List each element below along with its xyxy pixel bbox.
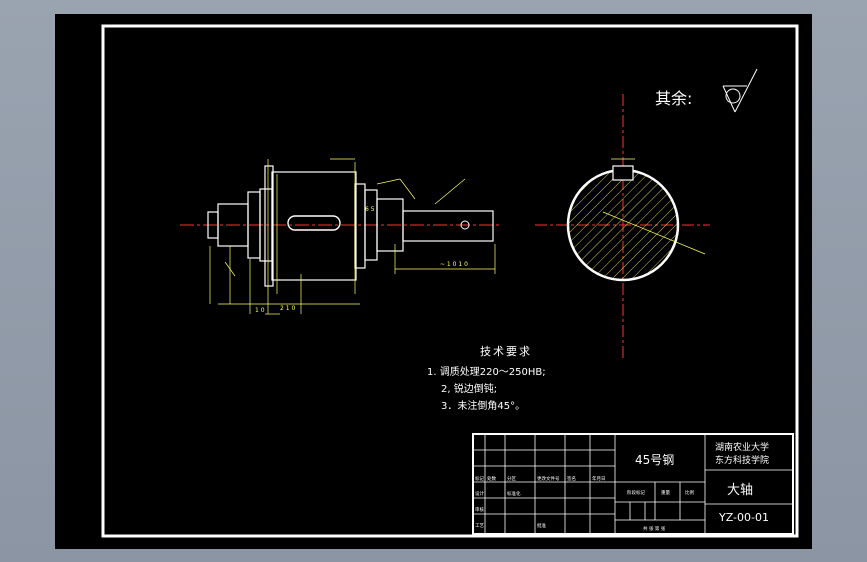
grid-label-10: 比例	[685, 489, 694, 496]
dim-small-b: 6 5	[365, 206, 375, 213]
title-part-name: 大轴	[727, 483, 753, 498]
grid-label-8: 阶段标记	[627, 489, 645, 496]
title-block: 45号钢 湖南农业大学 东方科技学院 大轴 YZ-00-01 标记 处数 分区 …	[472, 433, 794, 535]
title-school-2: 东方科技学院	[715, 454, 769, 466]
title-footer: 共 张 第 张	[643, 525, 666, 532]
grid-label-0: 标记	[475, 475, 484, 482]
tech-req-item-1: 1. 调质处理220～250HB;	[427, 366, 546, 378]
technical-requirements: 技术要求 1. 调质处理220～250HB; 2, 锐边倒钝; 3．未注倒角45…	[427, 345, 546, 412]
grid-label-3: 更改文件号	[537, 475, 560, 482]
grid-label-13: 批准	[537, 522, 546, 529]
grid-label-2: 分区	[507, 475, 516, 482]
surface-finish-label: 其余:	[655, 89, 692, 108]
dim-left-span: 2 1 0	[280, 305, 295, 312]
grid-label-6: 设计	[475, 490, 484, 497]
grid-label-7: 标准化	[507, 490, 521, 497]
tech-req-item-3: 3．未注倒角45°。	[441, 399, 525, 412]
drawing-canvas: 其余:	[101, 24, 799, 538]
dim-small-a: 1 0	[255, 307, 265, 314]
grid-label-11: 审核	[475, 506, 484, 513]
grid-label-12: 工艺	[475, 523, 484, 529]
shaft-main-view: ~ 1 0 1 0 2 1 0 1 0 6 5	[180, 158, 500, 315]
grid-label-1: 处数	[487, 475, 496, 482]
cad-viewport[interactable]: 其余:	[55, 14, 812, 549]
tech-req-item-2: 2, 锐边倒钝;	[441, 382, 497, 395]
dim-overall: ~ 1 0 1 0	[440, 261, 468, 268]
tech-req-title: 技术要求	[480, 345, 532, 358]
grid-label-5: 年月日	[592, 475, 606, 482]
title-drawing-no: YZ-00-01	[718, 511, 769, 524]
title-material: 45号钢	[635, 453, 674, 467]
section-keyway	[612, 165, 634, 181]
drawing-border	[101, 24, 799, 538]
section-view	[535, 94, 710, 359]
roughness-symbol	[722, 68, 758, 113]
grid-label-4: 签名	[567, 475, 576, 482]
keyway-slot	[287, 215, 341, 231]
grid-label-9: 重量	[661, 489, 670, 496]
title-school-1: 湖南农业大学	[715, 441, 769, 453]
